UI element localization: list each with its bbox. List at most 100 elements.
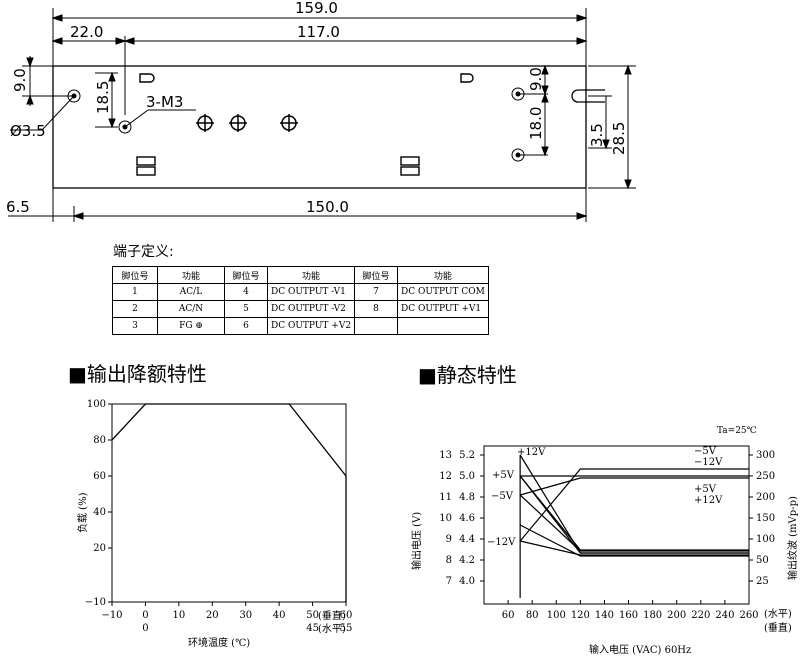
static-left-tick-label-5v: 4.4 (459, 534, 475, 545)
derating-x-note-horizontal: (水平) (318, 623, 346, 635)
table-header-cell: 功能 (157, 266, 225, 284)
static-label-right-m12: −12V (694, 457, 723, 468)
table-header-cell: 脚位号 (354, 266, 399, 284)
derating-y-tick-label: 100 (87, 399, 106, 410)
derating-curve (111, 403, 347, 602)
static-right-y-label: 输出纹波 (mVp-p) (786, 496, 799, 580)
clip-symbols (136, 73, 474, 176)
mount-slot (571, 89, 605, 103)
table-row: 2 AC/N 5 DC OUTPUT -V2 8 DC OUTPUT +V1 (112, 300, 489, 318)
derating-x-subtick-label: 0 (142, 623, 148, 634)
table-cell: 7 (354, 283, 399, 301)
static-x-label: 输入电压 (VAC) 60Hz (589, 643, 691, 656)
table-header-cell: 脚位号 (112, 266, 158, 284)
static-ta-note: Ta=25℃ (717, 426, 757, 436)
static-left-tick-label-12v: 11 (439, 492, 452, 503)
dim-hole-drop: 18.5 (94, 81, 112, 114)
static-x-tick-label: 100 (547, 610, 566, 621)
derating-y-tick-label: −10 (85, 597, 106, 608)
table-header-cell: 功能 (397, 266, 489, 284)
derating-x-subtick-label: 55 (340, 623, 353, 634)
dim-overall-length: 159.0 (295, 0, 338, 17)
static-label-m5: −5V (491, 491, 514, 502)
table-cell: 1 (112, 283, 158, 301)
static-curve-m5 (519, 477, 749, 496)
derating-x-tick-label: 40 (273, 610, 286, 621)
static-left-tick-label-5v: 4.0 (459, 576, 475, 587)
static-x-tick-label: 200 (667, 610, 686, 621)
static-label-right-p12: +12V (694, 495, 723, 506)
table-cell: AC/N (157, 300, 225, 318)
derating-y-tick-label: 20 (93, 543, 106, 554)
terminal-table-header: 脚位号 功能 脚位号 功能 脚位号 功能 (112, 266, 489, 284)
static-left-tick-label-5v: 5.2 (459, 450, 475, 461)
derating-x-tick-label: 0 (142, 610, 148, 621)
table-cell: 3 (112, 317, 158, 335)
dim-end-offset: 6.5 (6, 198, 30, 216)
derating-y-tick-label: 80 (93, 435, 106, 446)
dimension-labels: 159.0 22.0 117.0 150.0 6.5 3-M3 Ø3.5 9.0… (6, 0, 628, 216)
static-x-tick-label: 140 (595, 610, 614, 621)
static-x-note-vertical: (垂直) (764, 621, 792, 634)
terminal-table: 脚位号 功能 脚位号 功能 脚位号 功能 1 AC/L 4 DC OUTPUT … (112, 266, 489, 335)
static-left-tick-label-5v: 4.6 (459, 513, 475, 524)
dim-right-spacing: 18.0 (527, 107, 545, 140)
dim-height: 28.5 (610, 122, 628, 155)
static-x-tick-label: 220 (691, 610, 710, 621)
static-left-tick-label-12v: 12 (439, 471, 452, 482)
static-x-note-horizontal: (水平) (764, 608, 792, 620)
static-right-tick-label: 200 (756, 492, 775, 503)
static-right-tick-label: 150 (756, 513, 775, 524)
table-cell: DC OUTPUT COM (397, 283, 489, 301)
dim-body-length: 150.0 (306, 198, 349, 216)
table-cell: FG ⊕ (157, 317, 225, 335)
static-x-tick-label: 120 (571, 610, 590, 621)
dim-slot-width: 3.5 (588, 123, 606, 147)
table-cell: DC OUTPUT -V1 (266, 283, 356, 301)
static-left-tick-label-5v: 4.8 (459, 492, 475, 503)
m3-screws (196, 114, 298, 132)
table-header-cell: 脚位号 (224, 266, 268, 284)
derating-y-tick-label: 60 (93, 471, 106, 482)
static-right-tick-label: 50 (756, 555, 769, 566)
static-curve-m12 (519, 468, 749, 542)
static-label-right-m5: −5V (694, 446, 717, 457)
table-cell: DC OUTPUT +V1 (397, 300, 489, 318)
static-x-tick-label: 260 (739, 610, 758, 621)
static-x-tick-label: 240 (715, 610, 734, 621)
table-cell: 2 (112, 300, 158, 318)
table-cell (354, 317, 399, 335)
static-x-tick-label: 160 (619, 610, 638, 621)
table-row: 3 FG ⊕ 6 DC OUTPUT +V2 (112, 317, 489, 335)
derating-y-label: 负载 (%) (76, 492, 89, 533)
static-ripple-1 (519, 475, 749, 554)
table-header-cell: 功能 (266, 266, 356, 284)
dim-top-offset: 9.0 (11, 68, 29, 92)
static-label-right-p5: +5V (694, 484, 717, 495)
static-right-tick-label: 300 (756, 450, 775, 461)
derating-x-tick-label: 30 (239, 610, 252, 621)
static-left-tick-label-12v: 10 (439, 513, 452, 524)
dim-thread: 3-M3 (146, 93, 183, 111)
static-ripple-2 (519, 475, 749, 551)
derating-x-tick-label: 20 (206, 610, 219, 621)
table-cell: 8 (354, 300, 399, 318)
table-row: 1 AC/L 4 DC OUTPUT -V1 7 DC OUTPUT COM (112, 283, 489, 301)
static-left-tick-label-12v: 7 (446, 576, 452, 587)
static-left-tick-label-12v: 13 (439, 450, 452, 461)
static-right-tick-label: 100 (756, 534, 775, 545)
static-x-tick-label: 60 (502, 610, 515, 621)
static-heading: ■静态特性 (418, 363, 517, 387)
derating-x-tick-label: 60 (340, 610, 353, 621)
dim-hole-spacing: 117.0 (297, 23, 340, 41)
derating-x-subtick-label: 45 (306, 623, 319, 634)
static-left-tick-label-5v: 5.0 (459, 471, 475, 482)
psu-body (52, 65, 587, 189)
dim-hole-diameter: Ø3.5 (10, 122, 46, 140)
static-left-tick-label-12v: 9 (446, 534, 452, 545)
static-right-tick-label: 25 (756, 576, 769, 587)
static-ripple-5 (520, 540, 749, 556)
